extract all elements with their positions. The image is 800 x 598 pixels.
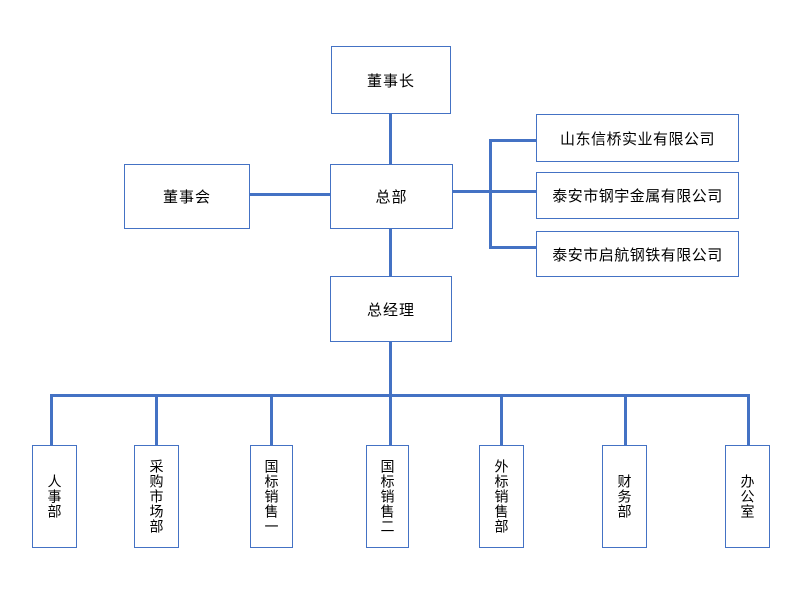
node-subsidiary-1-label: 山东信桥实业有限公司 <box>559 130 715 148</box>
node-headquarters[interactable]: 总部 <box>330 164 453 229</box>
node-subsidiary-1[interactable]: 山东信桥实业有限公司 <box>536 114 739 162</box>
node-dept-procurement-market-label: 采购市场部 <box>148 459 165 534</box>
connector-drop-dept-finance <box>624 395 627 445</box>
node-board-of-directors[interactable]: 董事会 <box>124 164 250 229</box>
connector-headquarters-subsidiary-2 <box>453 190 536 193</box>
node-dept-national-sales-1[interactable]: 国标销售一 <box>250 445 293 548</box>
connector-drop-dept-national-sales-2 <box>389 395 392 445</box>
connector-stub-subsidiary-3 <box>489 246 536 249</box>
node-subsidiary-3[interactable]: 泰安市启航钢铁有限公司 <box>536 231 739 277</box>
node-subsidiary-2[interactable]: 泰安市钢宇金属有限公司 <box>536 172 739 219</box>
node-dept-office-label: 办公室 <box>739 474 756 519</box>
node-dept-external-sales[interactable]: 外标销售部 <box>479 445 524 548</box>
node-dept-hr[interactable]: 人事部 <box>32 445 77 548</box>
connector-drop-dept-procurement-market <box>155 395 158 445</box>
node-dept-national-sales-2[interactable]: 国标销售二 <box>366 445 409 548</box>
connector-general-manager-rail <box>389 342 392 396</box>
node-dept-national-sales-2-label: 国标销售二 <box>379 459 396 534</box>
node-dept-finance[interactable]: 财务部 <box>602 445 647 548</box>
node-subsidiary-3-label: 泰安市启航钢铁有限公司 <box>552 246 723 264</box>
node-dept-national-sales-1-label: 国标销售一 <box>263 459 280 534</box>
connector-departments-rail <box>50 394 750 397</box>
node-dept-procurement-market[interactable]: 采购市场部 <box>134 445 179 548</box>
connector-headquarters-general-manager <box>389 229 392 276</box>
node-dept-office[interactable]: 办公室 <box>725 445 770 548</box>
node-subsidiary-2-label: 泰安市钢宇金属有限公司 <box>552 188 723 205</box>
connector-subsidiaries-bracket <box>489 139 492 249</box>
connector-drop-dept-hr <box>50 395 53 445</box>
connector-drop-dept-office <box>747 395 750 445</box>
connector-stub-subsidiary-1 <box>489 139 536 142</box>
connector-drop-dept-national-sales-1 <box>270 395 273 445</box>
node-board-of-directors-label: 董事会 <box>162 189 211 206</box>
node-dept-external-sales-label: 外标销售部 <box>493 459 510 534</box>
node-dept-hr-label: 人事部 <box>46 474 63 519</box>
connector-board-headquarters <box>250 193 330 196</box>
node-general-manager[interactable]: 总经理 <box>330 276 452 342</box>
node-dept-finance-label: 财务部 <box>616 474 633 519</box>
connector-drop-dept-external-sales <box>500 395 503 445</box>
node-chairman-label: 董事长 <box>366 72 415 90</box>
connector-chairman-headquarters <box>389 114 392 164</box>
node-general-manager-label: 总经理 <box>366 301 415 319</box>
node-headquarters-label: 总部 <box>375 189 408 206</box>
node-chairman[interactable]: 董事长 <box>331 46 451 114</box>
